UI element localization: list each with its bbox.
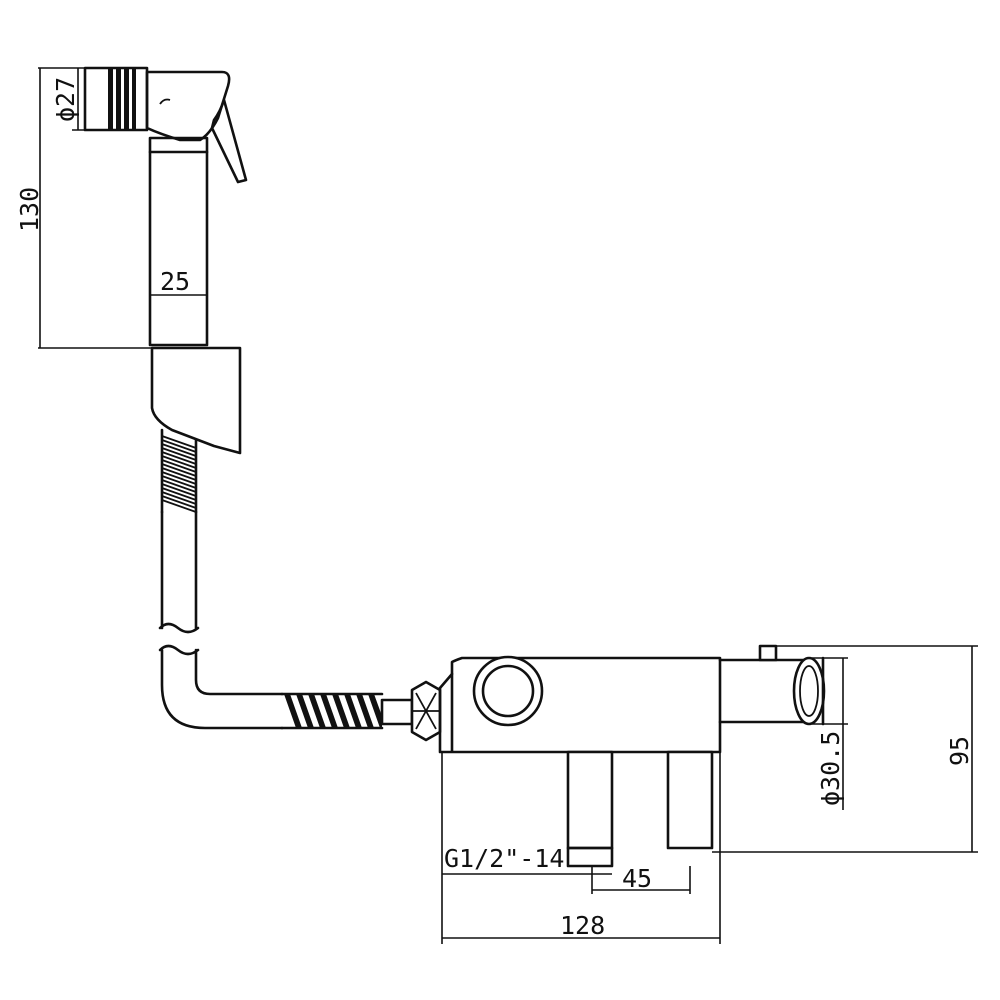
hose-lower-ribs (284, 694, 382, 728)
nozzle-rib (124, 68, 129, 130)
handle-tube (148, 150, 209, 347)
label-head-diameter: ϕ27 (51, 77, 80, 122)
spray-head-detail (159, 98, 171, 105)
hose-upper-ribs (161, 435, 197, 513)
outlet-pin (758, 644, 778, 662)
label-handle-width: 25 (160, 267, 190, 296)
nozzle-rib (108, 68, 113, 130)
hose-ferrule (380, 698, 414, 726)
label-valve-height: 95 (945, 736, 974, 766)
label-valve-length: 128 (560, 911, 605, 940)
spray-head (83, 66, 248, 347)
outlet-ring-inner (799, 665, 819, 717)
valve-housing (438, 656, 722, 754)
flexible-hose (158, 428, 442, 742)
label-outlet-diameter: ϕ30.5 (816, 731, 845, 806)
nozzle-rib (116, 68, 121, 130)
inlet-pipe-right (666, 750, 714, 850)
inlet-pipe-left (566, 750, 614, 850)
dimension-lines (38, 67, 978, 944)
dimension-labels: ϕ27 130 25 ϕ30.5 95 G1/2"-14 45 128 (15, 77, 974, 940)
holder-bracket (150, 346, 242, 455)
label-thread-spec: G1/2"-14 (444, 844, 564, 873)
knob-inner (481, 664, 535, 718)
label-inlet-spacing: 45 (622, 864, 652, 893)
hex-nut-detail (412, 692, 440, 730)
hose-plain-section (160, 510, 198, 630)
outlet-ring (792, 656, 826, 726)
inlet-thread-left (566, 846, 614, 868)
valve-body (438, 644, 826, 868)
hose-bend-inner (194, 648, 284, 696)
lever-trigger (210, 98, 248, 184)
break-mark-bottom (158, 644, 200, 656)
hose-bend-outer (160, 648, 284, 730)
spray-head-body (145, 70, 231, 142)
label-total-height: 130 (15, 187, 44, 232)
break-mark-top (158, 622, 200, 634)
wall-holder (150, 346, 242, 455)
valve-housing-chamfer (438, 672, 454, 690)
nozzle-rib (132, 68, 136, 130)
